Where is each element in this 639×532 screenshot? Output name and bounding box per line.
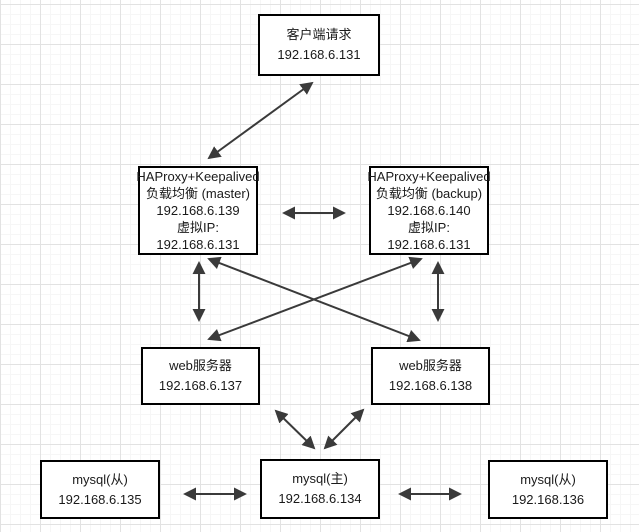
node-mysql-slave-2: mysql(从) 192.168.136 — [488, 460, 608, 519]
node-client-request: 客户端请求 192.168.6.131 — [258, 14, 380, 76]
node-mysql-master: mysql(主) 192.168.6.134 — [260, 459, 380, 519]
node-vip-label: 虚拟IP: — [177, 220, 219, 235]
node-role: 负载均衡 (backup) — [375, 186, 483, 201]
node-web-server-1: web服务器 192.168.6.137 — [141, 347, 260, 405]
node-mysql-slave-1: mysql(从) 192.168.6.135 — [40, 460, 160, 519]
node-label: HAProxy+Keepalived — [367, 169, 491, 184]
node-label: web服务器 — [399, 358, 462, 373]
node-haproxy-backup: HAProxy+Keepalived 负载均衡 (backup) 192.168… — [367, 166, 491, 255]
edge-web2-mysql-master — [323, 408, 365, 450]
node-label: 客户端请求 — [286, 27, 352, 42]
edge-haproxy-backup-web1 — [207, 256, 423, 342]
node-vip: 192.168.6.131 — [156, 237, 240, 252]
node-web-server-2: web服务器 192.168.6.138 — [371, 347, 490, 405]
node-ip: 192.168.6.135 — [58, 491, 142, 507]
node-ip: 192.168.6.138 — [388, 378, 473, 393]
node-label: HAProxy+Keepalived — [136, 169, 260, 184]
edge-client-haproxy-master — [207, 81, 314, 160]
node-role: 负载均衡 (master) — [145, 186, 250, 201]
node-haproxy-master: HAProxy+Keepalived 负载均衡 (master) 192.168… — [136, 166, 260, 255]
edge-web1-mysql-master — [274, 409, 316, 450]
node-vip-label: 虚拟IP: — [408, 220, 450, 235]
node-ip: 192.168.6.131 — [277, 47, 361, 62]
node-ip: 192.168.6.140 — [387, 203, 471, 218]
node-label: mysql(主) — [292, 471, 348, 486]
node-label: mysql(从) — [520, 471, 576, 487]
node-vip: 192.168.6.131 — [387, 237, 471, 252]
node-label: web服务器 — [169, 358, 232, 373]
node-ip: 192.168.6.137 — [158, 378, 243, 393]
node-ip: 192.168.136 — [511, 491, 585, 507]
node-label: mysql(从) — [72, 471, 128, 487]
node-ip: 192.168.6.139 — [156, 203, 240, 218]
edge-haproxy-master-web2 — [207, 256, 421, 343]
node-ip: 192.168.6.134 — [278, 491, 362, 506]
